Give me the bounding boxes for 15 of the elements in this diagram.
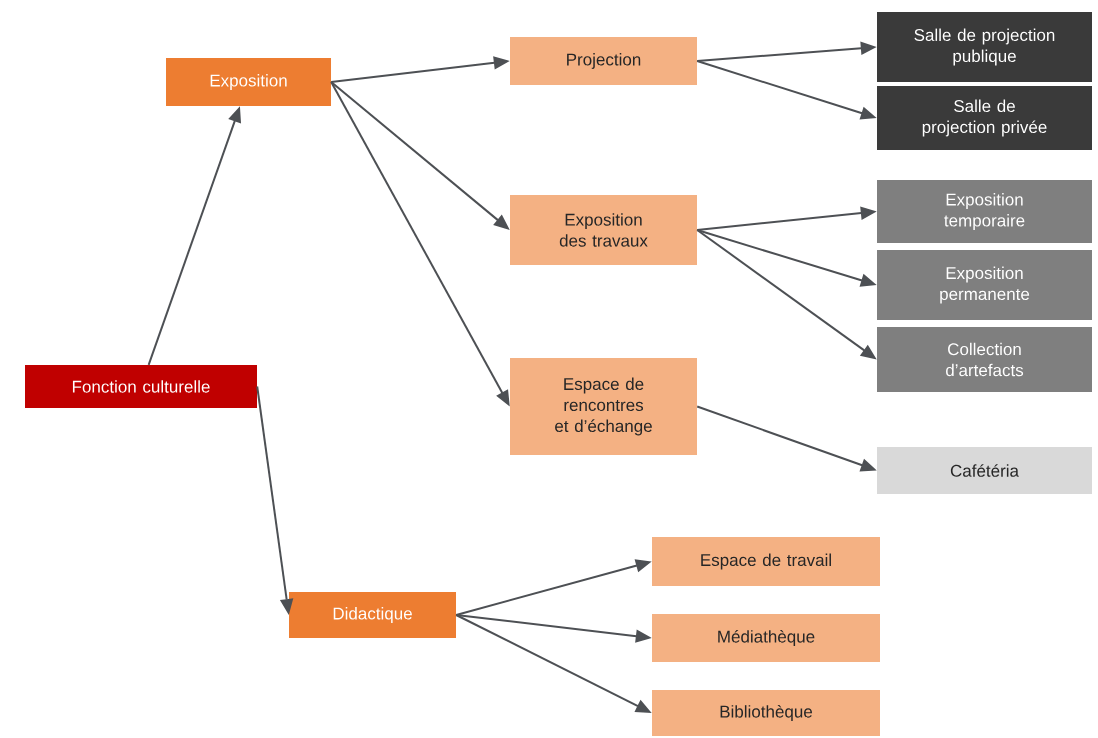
space-box: Bibliothèque <box>652 690 880 736</box>
subcategory-box: Exposition des travaux <box>510 195 697 265</box>
category-box: Exposition <box>166 58 331 106</box>
space-box: Médiathèque <box>652 614 880 662</box>
space-box: Collection d’artefacts <box>877 327 1092 392</box>
subcategory-box: Espace de rencontres et d’échange <box>510 358 697 455</box>
function-box: Fonction culturelle <box>25 365 257 408</box>
space-box: Cafétéria <box>877 447 1092 494</box>
space-box: Espace de travail <box>652 537 880 586</box>
category-box: Didactique <box>289 592 456 638</box>
space-box: Exposition permanente <box>877 250 1092 320</box>
space-box: Salle de projection privée <box>877 86 1092 150</box>
space-box: Exposition temporaire <box>877 180 1092 243</box>
subcategory-box: Projection <box>510 37 697 85</box>
space-box: Salle de projection publique <box>877 12 1092 82</box>
